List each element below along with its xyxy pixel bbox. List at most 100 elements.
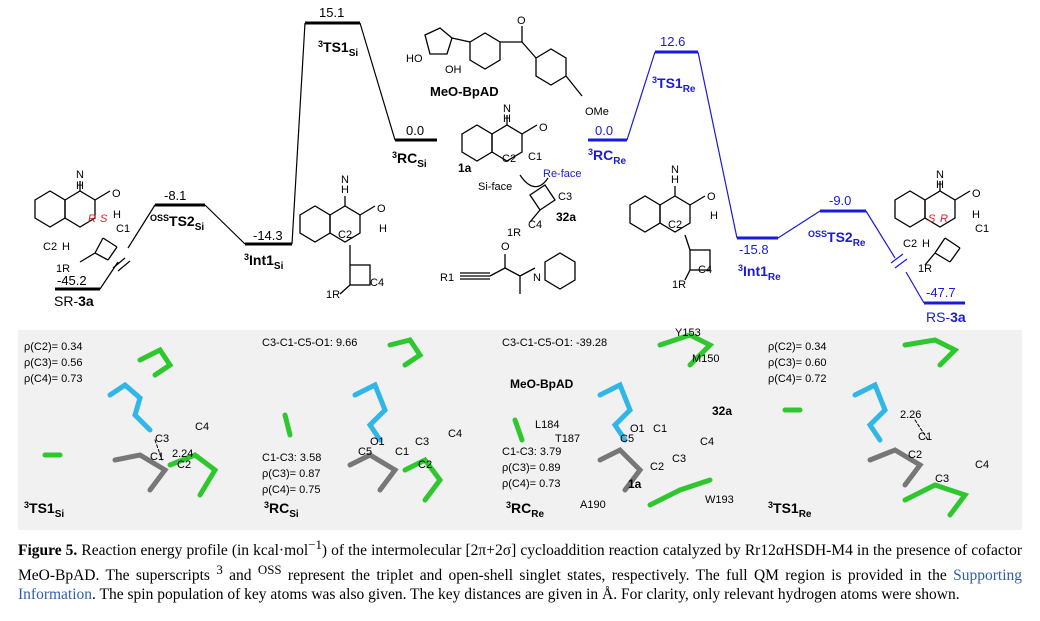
panel-rc-re-title: 3RCRe xyxy=(506,500,544,520)
svg-text:ρ(C4)= 0.73: ρ(C4)= 0.73 xyxy=(502,478,561,490)
svg-text:C2: C2 xyxy=(903,238,917,250)
label-rc-si: 3RCSi xyxy=(392,150,427,170)
energy-oss-ts2-re: -9.0 xyxy=(829,193,851,208)
svg-text:C2: C2 xyxy=(177,459,191,471)
svg-text:N: N xyxy=(503,103,511,115)
svg-text:2.24: 2.24 xyxy=(172,448,193,460)
svg-text:C1: C1 xyxy=(116,223,130,235)
svg-text:1R: 1R xyxy=(326,289,340,301)
svg-text:1a: 1a xyxy=(458,161,472,175)
svg-text:O: O xyxy=(707,191,716,203)
svg-text:N: N xyxy=(936,169,944,181)
svg-text:ρ(C2)= 0.34: ρ(C2)= 0.34 xyxy=(768,341,827,353)
svg-text:S: S xyxy=(100,213,108,225)
structure-int1-si xyxy=(299,196,376,295)
svg-text:N: N xyxy=(671,164,679,176)
svg-text:H: H xyxy=(936,179,944,191)
svg-text:C2: C2 xyxy=(502,153,516,165)
svg-text:MeO-BpAD: MeO-BpAD xyxy=(510,377,574,391)
label-int1-si: 3Int1Si xyxy=(244,252,284,272)
svg-text:N: N xyxy=(341,174,349,186)
svg-text:ρ(C4)= 0.73: ρ(C4)= 0.73 xyxy=(24,373,83,385)
svg-text:C4: C4 xyxy=(528,219,542,231)
svg-text:O: O xyxy=(501,241,510,253)
svg-text:C4: C4 xyxy=(698,264,712,276)
panel-ts1-re: ρ(C2)= 0.34 ρ(C3)= 0.60 ρ(C4)= 0.72 2.26… xyxy=(760,330,1022,530)
svg-text:A190: A190 xyxy=(580,499,606,511)
svg-text:C1: C1 xyxy=(918,431,932,443)
svg-text:1R: 1R xyxy=(507,227,521,239)
svg-text:OH: OH xyxy=(445,64,462,76)
structure-cofactor xyxy=(424,26,583,97)
svg-text:R1: R1 xyxy=(440,272,454,284)
energy-int1-si: -14.3 xyxy=(253,228,283,243)
energy-rs3a: -47.7 xyxy=(926,285,956,300)
svg-text:S: S xyxy=(928,213,936,225)
svg-text:C1: C1 xyxy=(653,423,667,435)
svg-text:Si-face: Si-face xyxy=(478,181,512,193)
label-rc-re: 3RCRe xyxy=(588,147,626,167)
structure-substrates-labels: H N O C2 C1 1a Si-face Re-face C3 C4 1R … xyxy=(458,103,582,239)
svg-text:ρ(C4)= 0.75: ρ(C4)= 0.75 xyxy=(262,484,321,496)
svg-text:N: N xyxy=(76,169,84,181)
svg-text:C3: C3 xyxy=(155,433,169,445)
svg-text:C3: C3 xyxy=(672,453,686,465)
svg-text:C5: C5 xyxy=(358,446,372,458)
energy-rc-si: 0.0 xyxy=(406,123,424,138)
svg-text:OMe: OMe xyxy=(585,106,609,118)
svg-text:MeO-BpAD: MeO-BpAD xyxy=(430,84,499,99)
svg-text:C2: C2 xyxy=(668,219,682,231)
svg-text:C4: C4 xyxy=(370,277,384,289)
svg-text:R: R xyxy=(88,213,96,225)
svg-text:ρ(C4)= 0.72: ρ(C4)= 0.72 xyxy=(768,373,827,385)
svg-text:O: O xyxy=(377,203,386,215)
svg-text:C2: C2 xyxy=(650,461,664,473)
energy-ts1-re: 12.6 xyxy=(660,34,685,49)
svg-text:C2: C2 xyxy=(418,459,432,471)
structure-int1-re-labels: H N O C2 H C4 1R xyxy=(668,164,718,291)
svg-text:N: N xyxy=(533,272,541,284)
svg-text:2.26: 2.26 xyxy=(900,409,921,421)
svg-text:C1: C1 xyxy=(975,223,989,235)
energy-int1-re: -15.8 xyxy=(739,242,769,257)
svg-text:O1: O1 xyxy=(370,436,385,448)
svg-text:C3-C1-C5-O1: -39.28: C3-C1-C5-O1: -39.28 xyxy=(502,337,607,349)
svg-text:C3: C3 xyxy=(415,436,429,448)
structure-substrates xyxy=(461,115,556,223)
energy-labels: -45.2 -8.1 -14.3 15.1 0.0 0.0 12.6 -15.8… xyxy=(57,5,956,300)
svg-text:H: H xyxy=(922,238,930,250)
svg-text:ρ(C3)= 0.89: ρ(C3)= 0.89 xyxy=(502,462,561,474)
structure-rs3a xyxy=(894,181,971,266)
supporting-info-link[interactable]: Supporting Information xyxy=(18,567,1023,604)
figure-label: Figure 5. xyxy=(18,542,78,560)
svg-text:1R: 1R xyxy=(56,263,70,275)
svg-text:C2: C2 xyxy=(43,241,57,253)
panel-ts1-si: ρ(C2)= 0.34 ρ(C3)= 0.56 ρ(C4)= 0.73 2.24… xyxy=(18,330,258,530)
panel-ts1-si-title: 3TS1Si xyxy=(24,500,64,520)
panel-rc-si: C3-C1-C5-O1: 9.66 C1-C3: 3.58 ρ(C3)= 0.8… xyxy=(258,330,498,530)
svg-text:C1: C1 xyxy=(150,451,164,463)
svg-text:H: H xyxy=(76,180,84,192)
svg-text:C4: C4 xyxy=(448,428,462,440)
svg-text:C1-C3: 3.79: C1-C3: 3.79 xyxy=(502,446,561,458)
svg-text:C2: C2 xyxy=(908,449,922,461)
svg-text:C3: C3 xyxy=(558,191,572,203)
structure-rs3a-labels: H N O S R H C1 C2 H 1R xyxy=(903,169,989,275)
svg-text:C5: C5 xyxy=(620,433,634,445)
label-int1-re: 3Int1Re xyxy=(738,263,781,283)
energy-oss-ts2-si: -8.1 xyxy=(164,188,186,203)
label-oss-ts2-si: OSSTS2Si xyxy=(150,213,204,233)
svg-text:C1-C3: 3.58: C1-C3: 3.58 xyxy=(262,452,321,464)
re-energy-path xyxy=(588,50,965,305)
svg-text:C3-C1-C5-O1: 9.66: C3-C1-C5-O1: 9.66 xyxy=(262,337,357,349)
svg-text:32a: 32a xyxy=(712,404,732,418)
svg-text:C4: C4 xyxy=(700,436,714,448)
svg-text:R: R xyxy=(940,213,948,225)
figure-caption: Figure 5. Reaction energy profile (in kc… xyxy=(18,537,1023,604)
label-ts1-re: 3TS1Re xyxy=(652,75,696,95)
svg-text:Re-face: Re-face xyxy=(543,168,582,180)
structure-alkyne xyxy=(460,252,576,294)
structure-int1-si-labels: H N O C2 H C4 1R xyxy=(326,174,387,301)
panel-rc-si-title: 3RCSi xyxy=(264,500,299,520)
structure-cofactor-labels: HO OH O OMe MeO-BpAD xyxy=(406,15,609,118)
